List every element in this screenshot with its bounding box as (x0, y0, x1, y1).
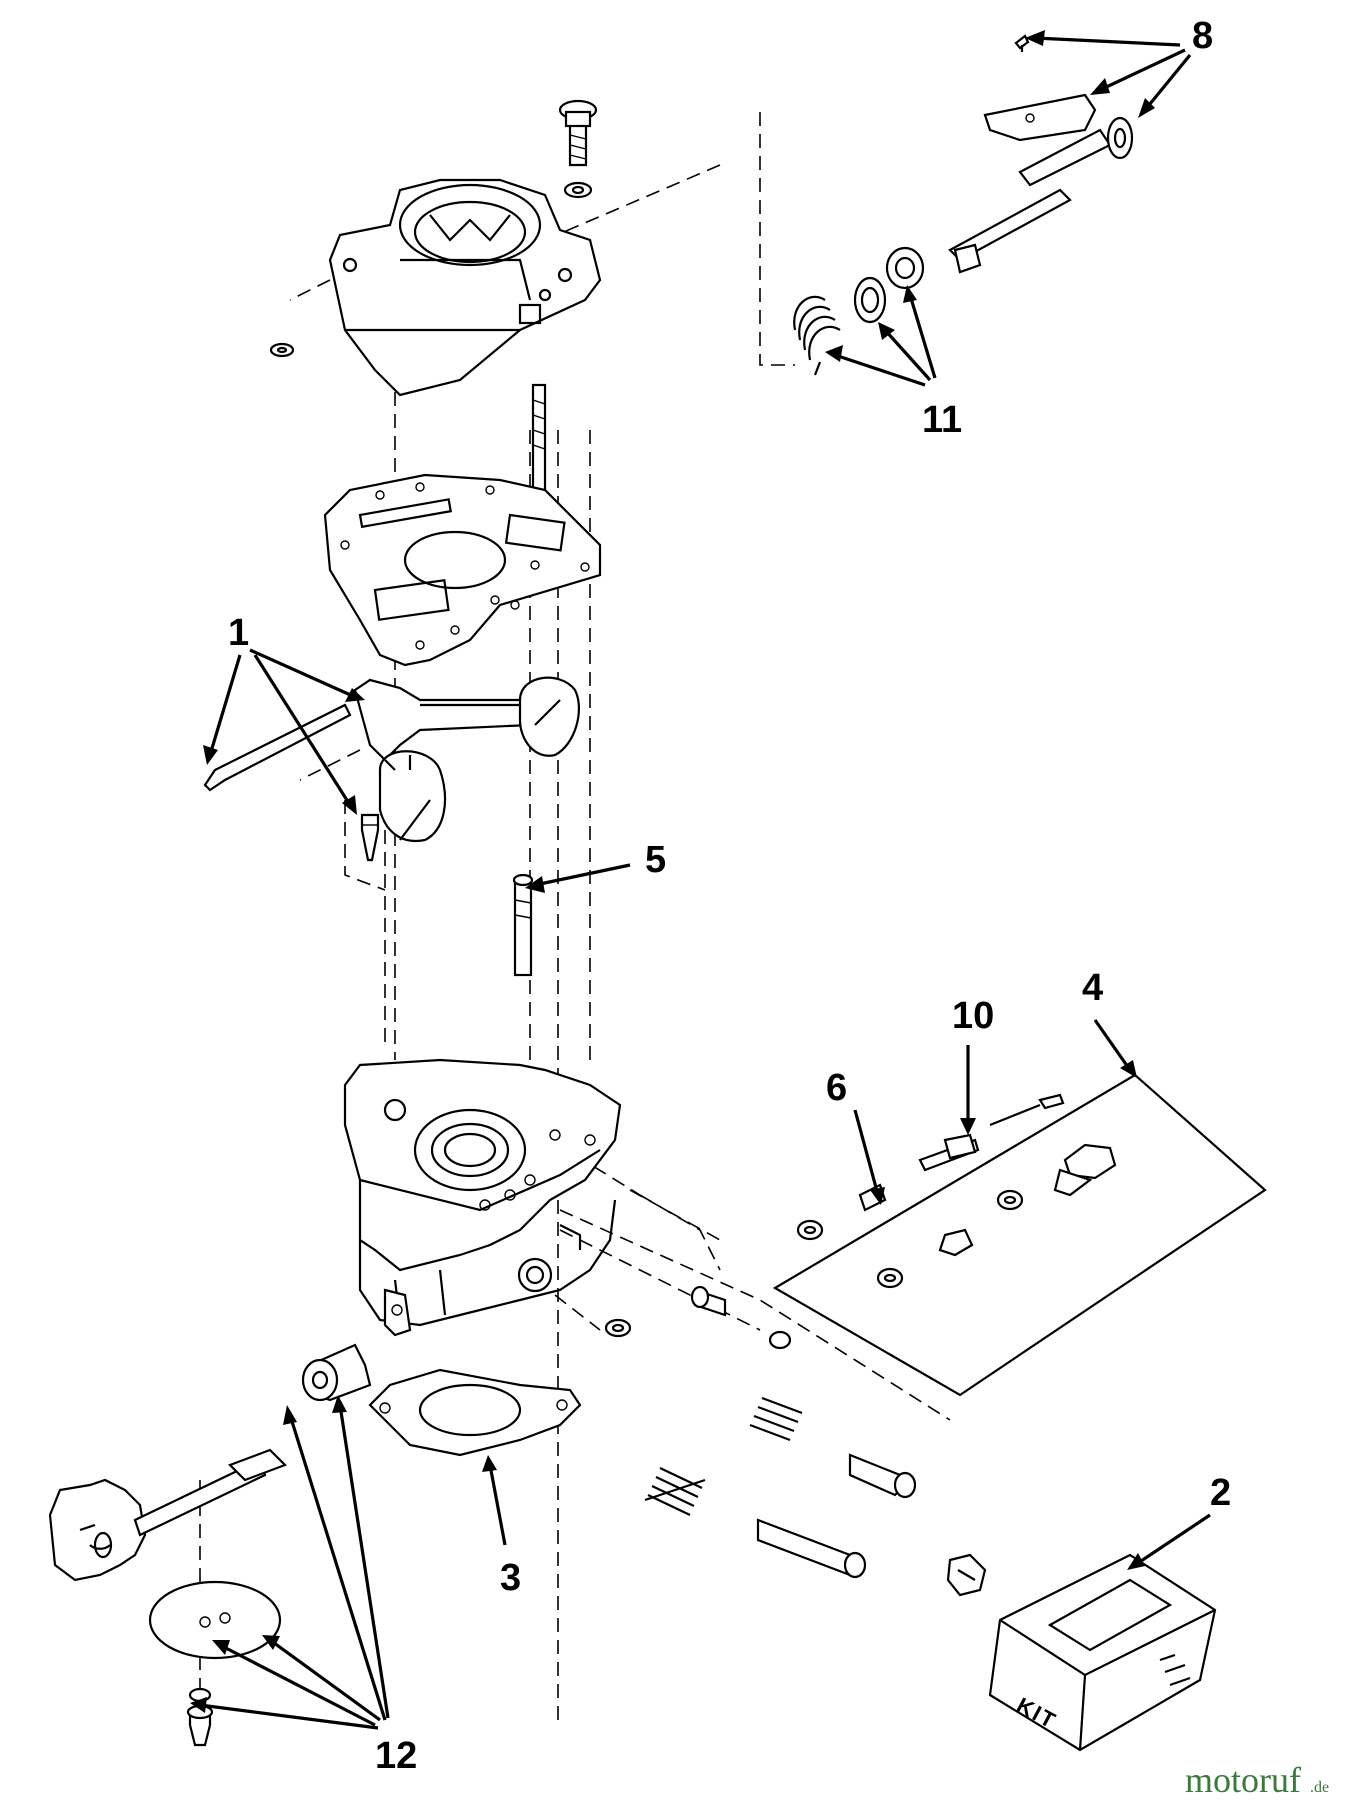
watermark-text: motoruf (1185, 1760, 1301, 1800)
callout-arrows (190, 30, 1211, 1730)
choke-assembly (948, 34, 1134, 274)
bowl-gasket (323, 473, 602, 667)
kit-part-needle (918, 1093, 1065, 1172)
kit-parts-panel (772, 1073, 1267, 1397)
callout-8: 10 (952, 995, 994, 1037)
pin-5 (512, 873, 534, 977)
callout-4: 4 (1082, 967, 1103, 1009)
cover-screw (558, 99, 598, 199)
callout-labels: 8 11 1 5 4 10 6 3 2 12 (228, 15, 1231, 1777)
float-assembly (203, 676, 580, 862)
cover-washer-left (269, 342, 295, 358)
callout-1: 1 (228, 612, 249, 654)
callout-3: 3 (500, 1557, 521, 1599)
callout-5: 5 (645, 839, 666, 881)
throttle-shaft-assembly (48, 1448, 287, 1747)
watermark-suffix: .de (1310, 1779, 1329, 1796)
spring-1 (644, 1467, 706, 1516)
spring-2 (749, 1396, 803, 1442)
carburetor-body (343, 1058, 622, 1337)
callout-10: 8 (1192, 15, 1213, 57)
kit-part-main-jet (1053, 1143, 1117, 1197)
watermark: motoruf .de (1185, 1760, 1329, 1800)
callout-6: 6 (826, 1067, 847, 1109)
callout-11: 11 (922, 399, 962, 441)
adjusting-needles (604, 1285, 987, 1597)
kit-text-marks (1159, 1653, 1191, 1687)
bowl-pin (531, 383, 547, 492)
flange-gasket (368, 1368, 582, 1457)
choke-spring-assembly (793, 246, 925, 376)
throttle-bushing (301, 1343, 372, 1402)
callout-2: 2 (1210, 1472, 1231, 1514)
callout-12: 12 (375, 1735, 417, 1777)
kit-part-screw (938, 1228, 974, 1257)
air-horn-cover (328, 178, 602, 397)
kit-part-washers (796, 1189, 1024, 1289)
repair-kit-box: KIT (988, 1553, 1217, 1752)
